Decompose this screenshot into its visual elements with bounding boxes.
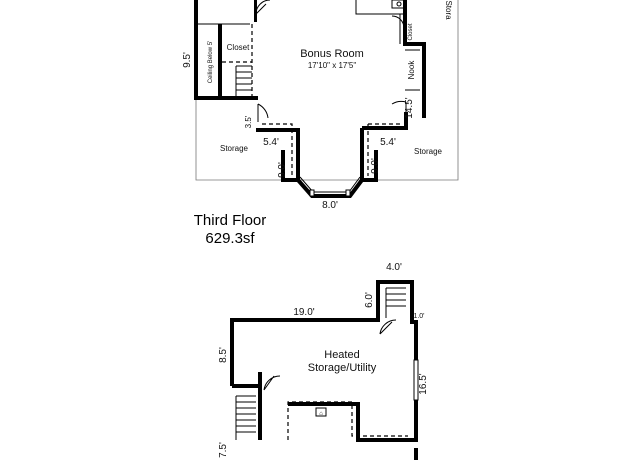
lower-plan: ⌂ Heated Storage/Utility 19.0' 4.0' 6.0'… [218, 262, 429, 460]
left-bay-wall [281, 150, 298, 182]
right-window [413, 359, 419, 401]
dim-stair-top: 4.0' [386, 262, 402, 273]
left-bay-inner [262, 123, 293, 176]
dim-left-offset: 5.4' [263, 137, 279, 148]
dim-left-lower: 7.5' [218, 442, 229, 458]
floor-title: Third Floor [194, 212, 267, 229]
inner-storage-dashed [287, 401, 408, 440]
left-stair-door [263, 375, 281, 391]
left-stair-jamb [258, 372, 262, 390]
top-stair-door [379, 319, 397, 335]
heated-storage-label-2: Storage/Utility [308, 362, 377, 374]
nook-wall [405, 49, 420, 91]
small-closet-door [391, 15, 405, 29]
left-storage-door [257, 103, 269, 122]
bay-window [296, 178, 364, 198]
water-heater [315, 407, 327, 417]
left-stair-treads [235, 395, 256, 440]
dim-left-step: 3.5' [244, 115, 253, 128]
dim-left-wall: 9.5' [182, 52, 193, 68]
right-storage-door [391, 100, 407, 118]
dim-top: 19.0' [293, 307, 314, 318]
left-storage-wall [256, 128, 300, 180]
storage-right-label: Storage [414, 147, 443, 156]
bonus-room-wall-top-right [403, 0, 426, 118]
heated-storage-wall-left-top [230, 318, 380, 386]
small-closet-wall [355, 0, 405, 44]
storage-left-label: Storage [220, 144, 249, 153]
dim-left-upper: 8.5' [218, 347, 229, 363]
bay-window-mark-right [345, 189, 351, 197]
heated-storage-label-1: Heated [324, 349, 359, 361]
nook-label: Nook [407, 60, 416, 80]
water-heater-mark: ⌂ [319, 411, 323, 417]
dim-stair-height: 6.0' [364, 292, 375, 308]
floor-area: 629.3sf [205, 230, 255, 247]
heated-storage-wall-right-lower [360, 400, 418, 442]
dim-right-bay: 9.0' [370, 158, 381, 174]
bay-window-mark-left [309, 189, 315, 197]
inner-storage-wall [288, 402, 410, 442]
dim-stair-offset: 1.0' [413, 313, 424, 320]
ceiling-below-label: Ceiling Below 5' [208, 41, 214, 84]
stair-treads [235, 65, 252, 98]
storage-top-right-label: Stora [444, 0, 453, 20]
heated-storage-wall-stair [376, 280, 418, 360]
right-bay-wall [360, 128, 378, 182]
closet-door-jamb [254, 0, 257, 22]
bonus-room-wall-left [194, 0, 258, 100]
small-closet-label: Closet [408, 23, 414, 40]
fixture-knob [396, 1, 402, 7]
fixture [391, 0, 407, 9]
bonus-room-size: 17'10" x 17'5" [308, 61, 356, 70]
right-bay-inner [367, 123, 400, 176]
dim-bay-width: 8.0' [322, 200, 338, 211]
closet-door-swing [255, 0, 271, 15]
bonus-room-label: Bonus Room [300, 48, 364, 60]
top-stair-treads [385, 287, 406, 318]
dim-left-bay: 9.0' [277, 162, 288, 178]
third-floor-plan: Bonus Room 17'10" x 17'5" Closet Ceiling… [182, 0, 459, 247]
dim-right: 16.5' [418, 373, 429, 394]
dim-right-offset: 5.4' [380, 137, 396, 148]
dim-right-step: 14.5' [404, 97, 415, 118]
closet-shelf [222, 24, 253, 98]
closet-label: Closet [227, 43, 250, 52]
bay-window-glass [299, 176, 361, 193]
